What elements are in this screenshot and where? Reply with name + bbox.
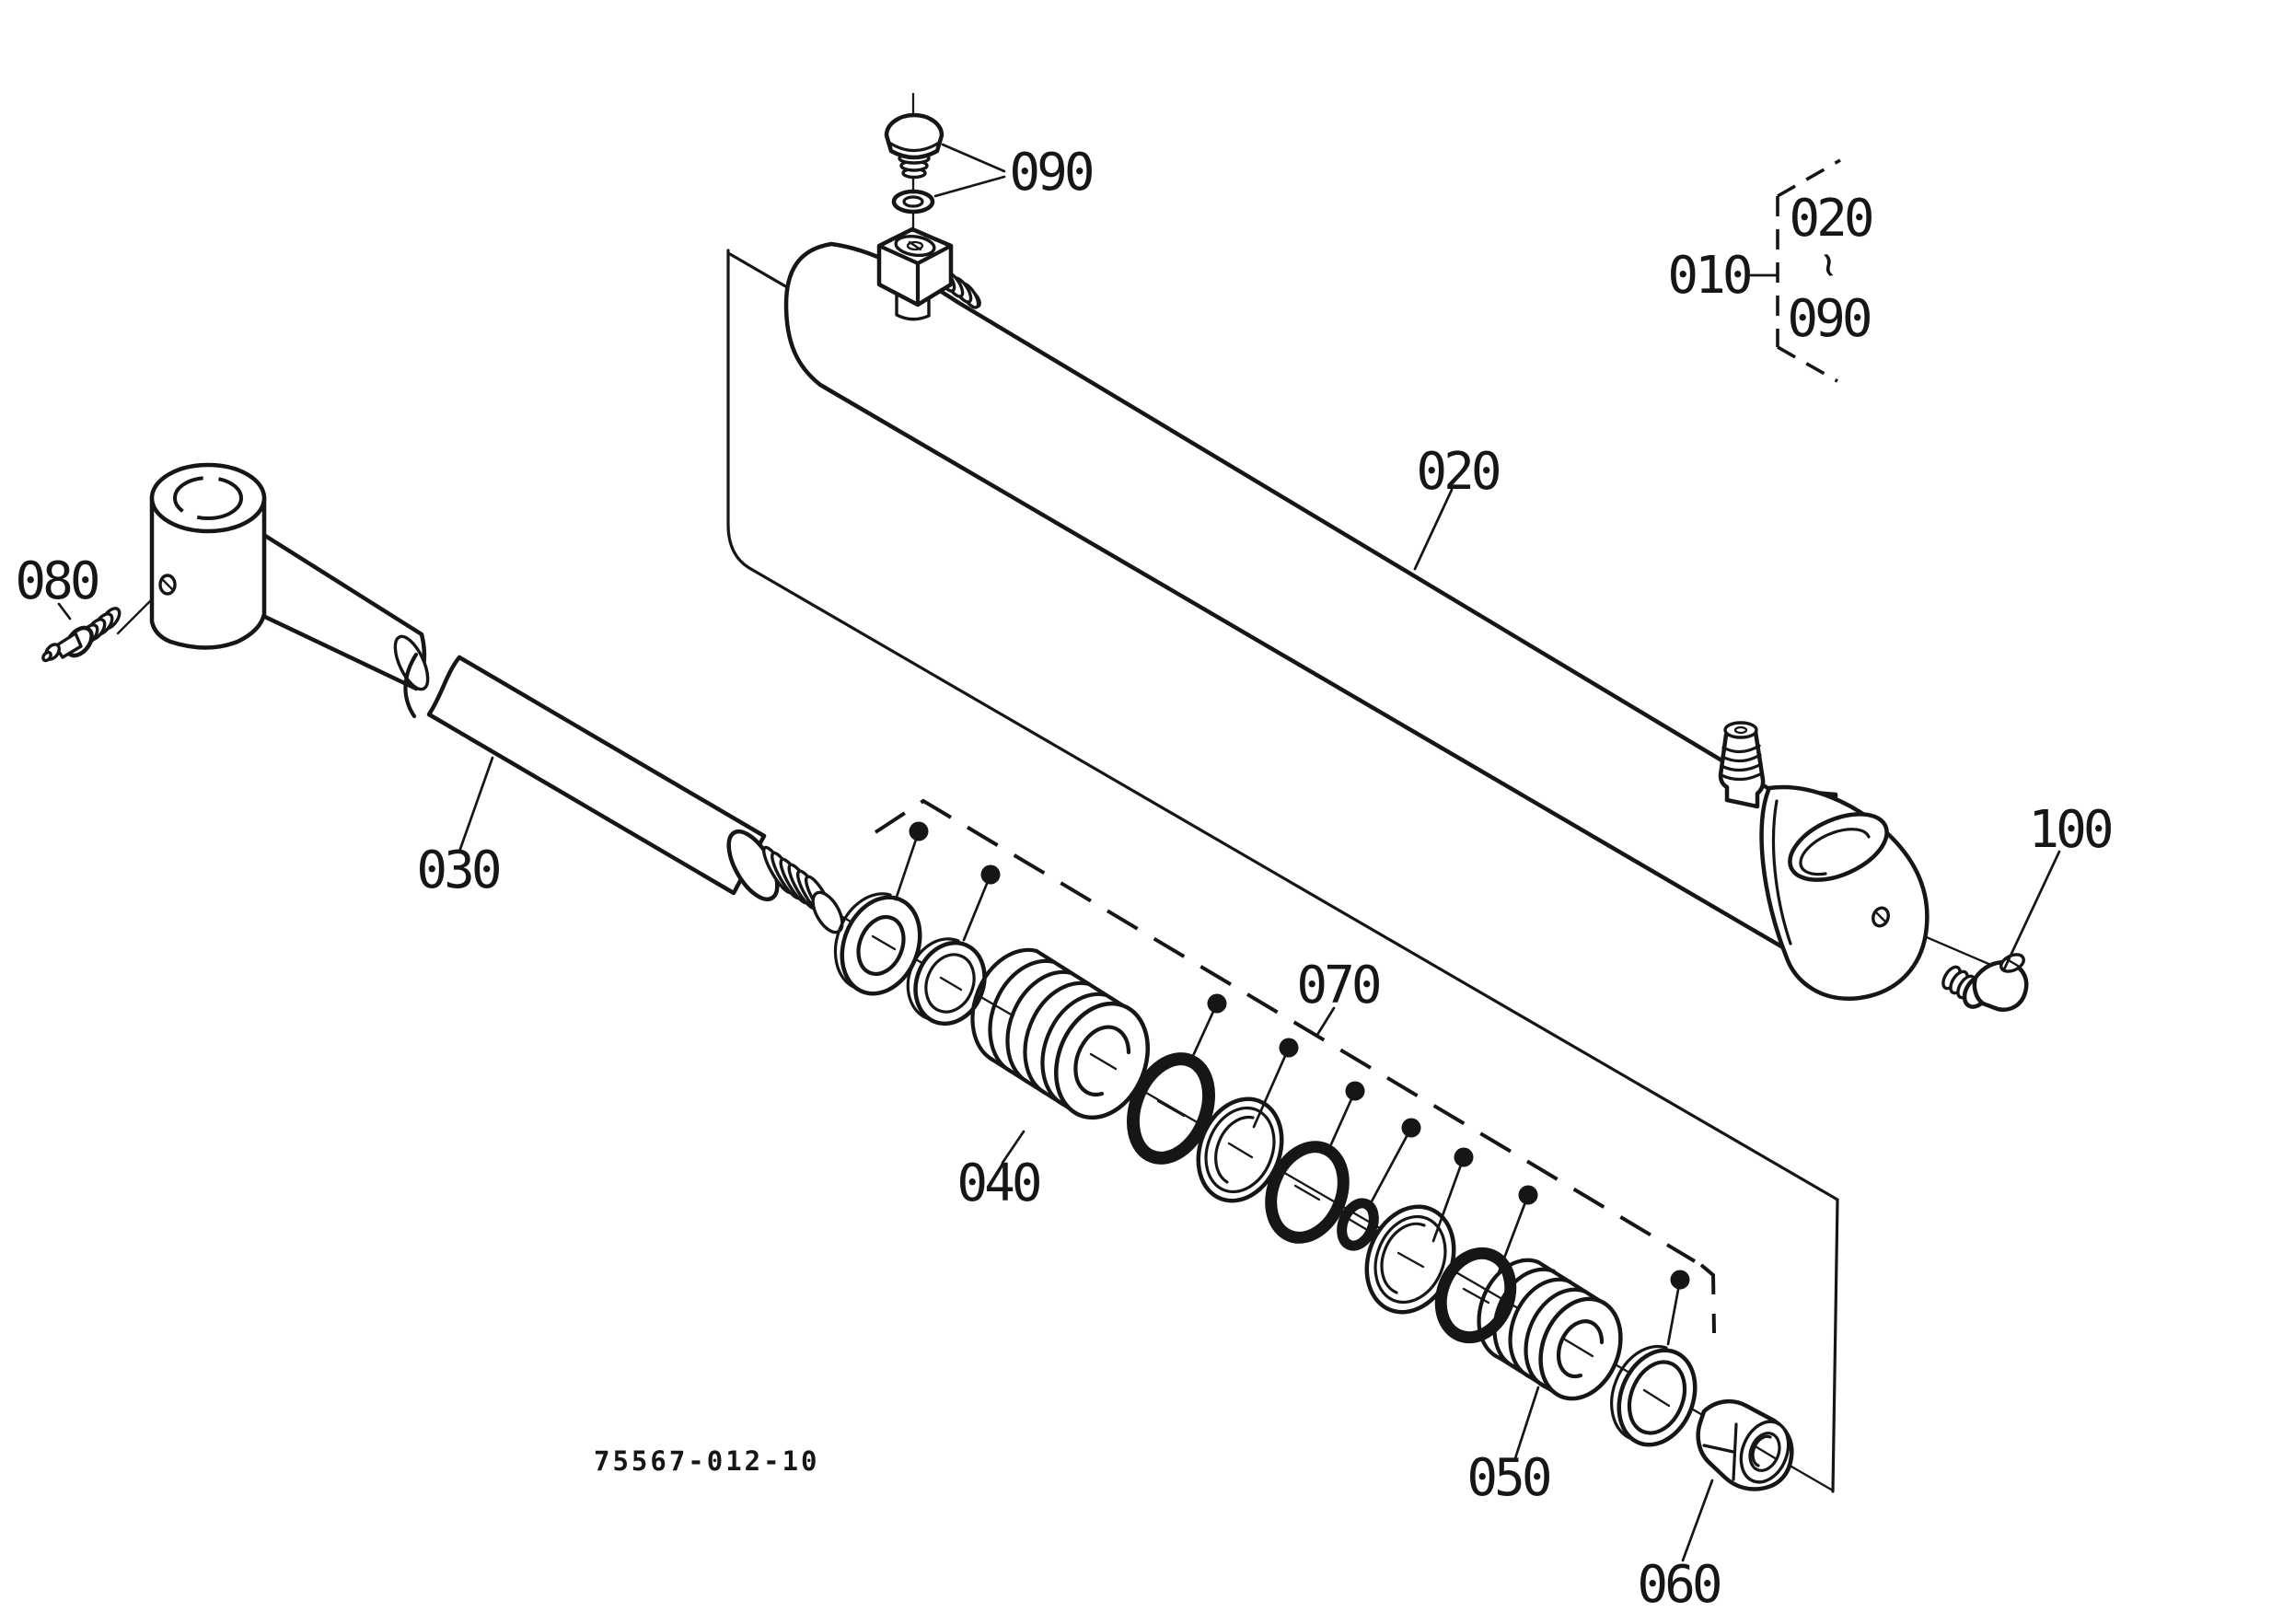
cylinder-barrel	[783, 241, 1838, 969]
barrel-end-block	[1759, 784, 1930, 1001]
rod-shaft	[426, 655, 767, 896]
rod-thread-tip	[811, 890, 844, 934]
bracket-from-label: 020	[1789, 189, 1872, 249]
piston-050	[1477, 1258, 1623, 1401]
callout-080: 080	[15, 551, 98, 611]
gland-040	[970, 947, 1150, 1120]
kit-dashed-hook	[1699, 1263, 1716, 1334]
callout-070: 070	[1296, 956, 1379, 1015]
seal-kit-boundary-070	[874, 798, 1716, 1346]
rod-assembly-030	[149, 462, 844, 934]
port-block	[876, 226, 981, 321]
callout-030: 030	[416, 841, 499, 900]
leader-040	[1001, 1130, 1026, 1165]
callout-020: 020	[1416, 442, 1499, 502]
cylinder-assembly-020	[783, 226, 1930, 1001]
nut-facets	[1702, 1422, 1738, 1481]
eye-body	[149, 494, 267, 650]
axis-ticks	[871, 934, 1779, 1461]
grease-fitting-100	[1941, 953, 2029, 1012]
callout-040: 040	[956, 1154, 1039, 1213]
kit-part-dots	[894, 821, 1690, 1346]
callout-060: 060	[1637, 1555, 1720, 1615]
callout-100: 100	[2028, 800, 2111, 860]
o-ring-3	[1434, 1247, 1517, 1344]
small-ring	[1337, 1198, 1379, 1251]
group-callout-010: 010 020 ~ 090	[1667, 158, 1876, 383]
leader-060	[1681, 1479, 1714, 1562]
o-ring-2	[1265, 1141, 1350, 1244]
seal-train	[833, 892, 1794, 1491]
grease-fitting-080	[41, 607, 122, 663]
frame-left-bottom-right-edge	[726, 249, 1839, 1493]
bracket-to-label: 090	[1787, 289, 1870, 349]
kit-dashed-line	[874, 798, 1697, 1263]
bracket-tilde: ~	[1803, 248, 1857, 282]
fitting-nipple	[41, 650, 52, 663]
leader-080	[57, 602, 72, 621]
barrel-threaded-stub	[1718, 721, 1766, 809]
nut-060	[1696, 1398, 1794, 1491]
drawing-number: 75567-012-10	[594, 1445, 820, 1477]
eye-top-face	[149, 462, 267, 534]
o-ring-1	[1126, 1052, 1216, 1165]
leader-070	[1315, 1006, 1336, 1037]
leader-090	[933, 143, 1006, 198]
gland-bore	[1073, 1025, 1131, 1097]
callout-050: 050	[1466, 1448, 1549, 1508]
leader-050	[1513, 1386, 1540, 1460]
leader-100	[2002, 850, 2061, 971]
bracket-dashed	[1776, 158, 1841, 383]
piston-bore	[1556, 1319, 1605, 1379]
callout-090: 090	[1009, 143, 1092, 203]
leader-020	[1413, 488, 1454, 571]
rod-washer	[833, 892, 922, 996]
block-bore-inner	[1799, 828, 1871, 876]
nut-bore	[1748, 1432, 1781, 1472]
plug-washer	[891, 189, 935, 215]
break-line	[403, 652, 419, 719]
eye-bore	[173, 476, 243, 520]
callout-010: 010	[1667, 246, 1750, 306]
bleeder-plug-090	[884, 112, 944, 215]
callouts: 090 020 030 040 050 060 070 080 100 010 …	[15, 143, 2115, 1615]
leader-030	[458, 756, 494, 853]
